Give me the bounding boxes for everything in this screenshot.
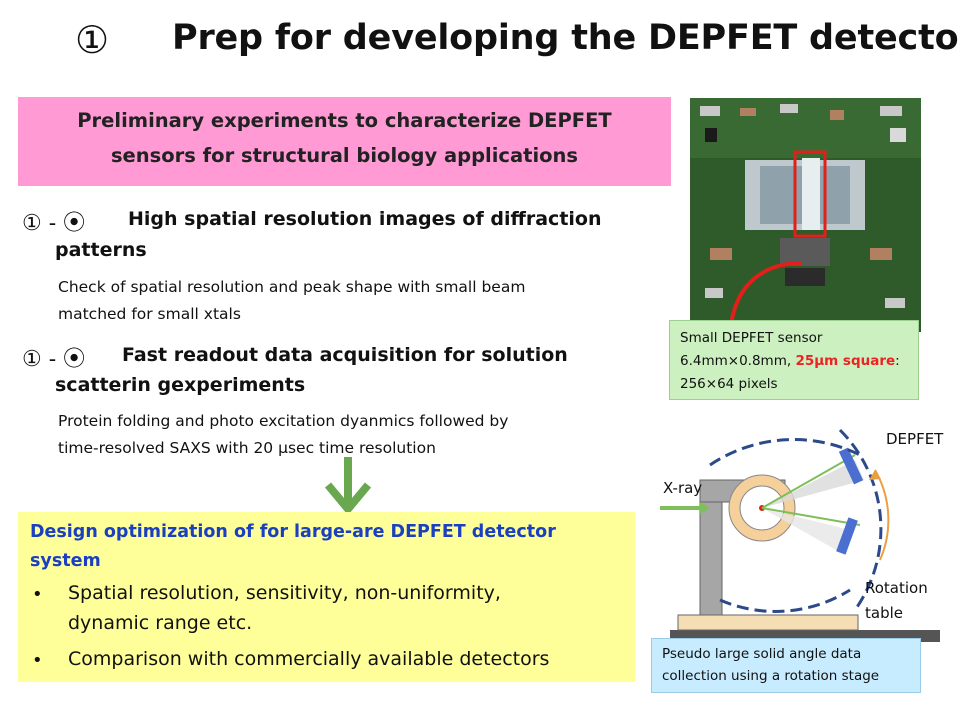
rotation-label: Rotation (865, 579, 928, 597)
sensor-caption-line-1: Small DEPFET sensor (680, 330, 823, 346)
item-1-desc-line-2: matched for small xtals (58, 305, 241, 323)
item-1-heading-line-1: High spatial resolution images of diffra… (128, 208, 602, 230)
curved-arrow-icon (869, 470, 881, 480)
stage-caption-line-2: collection using a rotation stage (662, 668, 880, 684)
item-1-number: ① - ⦿ (22, 211, 86, 236)
item-2-desc-line-2: time-resolved SAXS with 20 μsec time res… (58, 439, 436, 457)
design-box: Design optimization of for large-are DEP… (18, 512, 635, 682)
sensor-caption-box: Small DEPFET sensor 6.4mm×0.8mm, 25μm sq… (669, 320, 919, 400)
bullet-dot-icon: • (32, 584, 43, 605)
item-1-desc-line-1: Check of spatial resolution and peak sha… (58, 278, 526, 296)
sensor-caption-colon: : (895, 353, 900, 369)
depfet-label: DEPFET (886, 430, 944, 448)
right-arrow-icon (700, 502, 710, 514)
item-2-desc-line-1: Protein folding and photo excitation dya… (58, 412, 509, 430)
sensor-caption-line-2: 6.4mm×0.8mm, 25μm square: (680, 353, 900, 369)
title-number: ① (75, 18, 110, 62)
item-2-heading-line-1: Fast readout data acquisition for soluti… (122, 344, 568, 366)
pixel-size-text: 25μm square (795, 353, 896, 369)
item-2-number: ① - ⦿ (22, 347, 86, 372)
stage-caption-line-1: Pseudo large solid angle data (662, 646, 862, 662)
bullet-dot-icon: • (32, 650, 43, 671)
rotation-stage-diagram (660, 428, 940, 642)
sensor-board-photo (690, 98, 921, 332)
highlight-box: Preliminary experiments to characterize … (18, 97, 671, 186)
stage-caption-box: Pseudo large solid angle data collection… (651, 638, 921, 693)
highlight-line-1: Preliminary experiments to characterize … (77, 109, 612, 132)
item-2-heading-line-2: scatterin gexperiments (55, 374, 306, 396)
xray-label: X-ray (663, 479, 703, 497)
design-item-2-line-1: Comparison with commercially available d… (68, 648, 550, 670)
item-1-heading-line-2: patterns (55, 239, 147, 261)
table-label: table (865, 604, 903, 622)
sensor-caption-line-3: 256×64 pixels (680, 376, 778, 392)
design-title-line-1: Design optimization of for large-are DEP… (30, 522, 556, 542)
design-title-line-2: system (30, 551, 101, 571)
sensor-size-text: 6.4mm×0.8mm, (680, 353, 796, 369)
down-arrow-icon (324, 457, 372, 515)
design-item-1-line-2: dynamic range etc. (68, 612, 253, 634)
design-item-1-line-1: Spatial resolution, sensitivity, non-uni… (68, 582, 501, 604)
title-text: Prep for developing the DEPFET detector (172, 18, 960, 58)
highlight-line-2: sensors for structural biology applicati… (110, 144, 579, 167)
slide-title: ① Prep for developing the DEPFET detecto… (0, 10, 960, 70)
